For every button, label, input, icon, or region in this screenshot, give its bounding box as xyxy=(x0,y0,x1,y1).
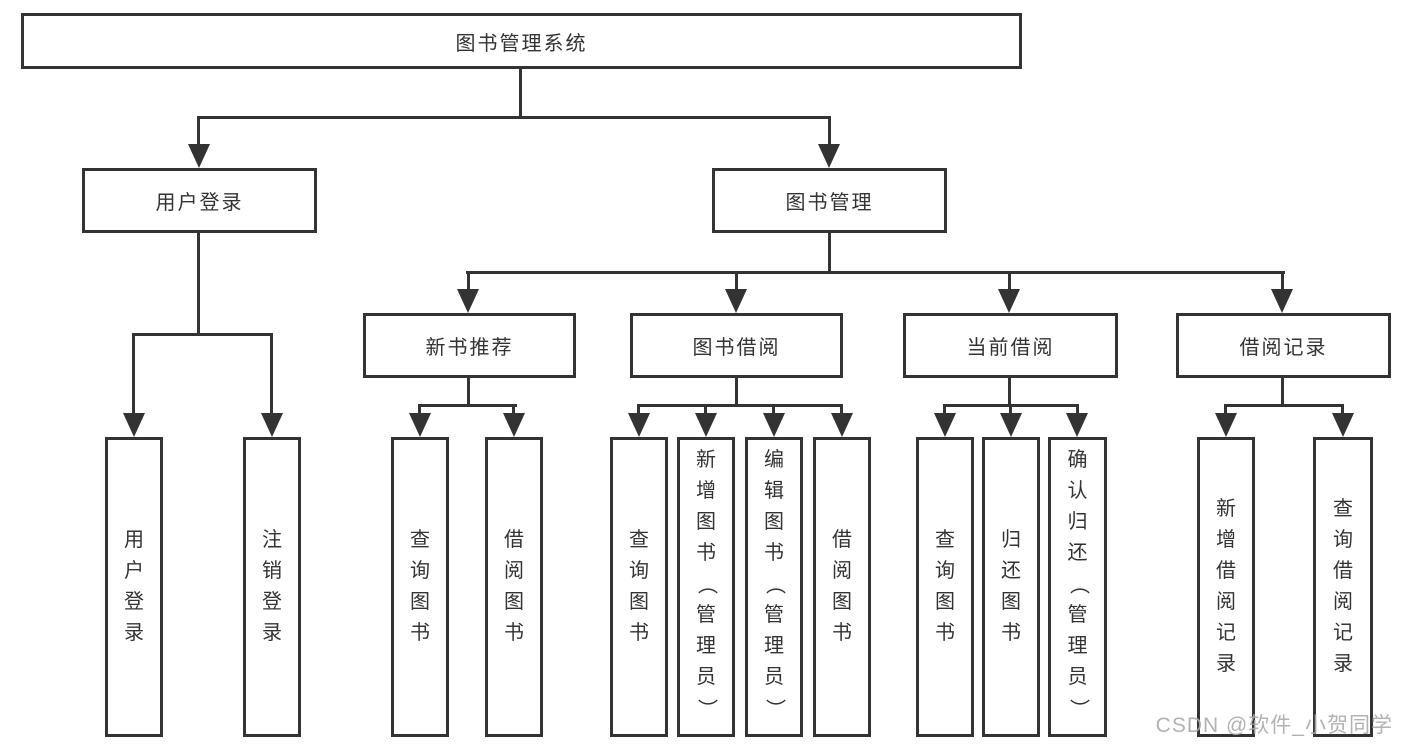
connector-line xyxy=(1341,404,1344,415)
node-label: 图书借阅 xyxy=(692,337,781,359)
leaf-query-books-recommend: 查询图书 xyxy=(391,437,449,737)
arrow-down-icon xyxy=(1066,413,1088,437)
node-borrowing-records: 借阅记录 xyxy=(1176,313,1391,378)
connector-line xyxy=(1281,378,1284,407)
arrow-down-icon xyxy=(188,144,210,168)
node-label: 归还图书 xyxy=(1001,529,1021,644)
node-label: 查询借阅记录 xyxy=(1333,498,1353,675)
arrow-down-icon xyxy=(457,289,479,313)
arrow-down-icon xyxy=(1271,289,1293,313)
connector-line xyxy=(1224,404,1344,407)
node-book-borrowing: 图书借阅 xyxy=(630,313,843,378)
node-current-borrowing: 当前借阅 xyxy=(903,313,1118,378)
leaf-borrow-books-recommend: 借阅图书 xyxy=(485,437,543,737)
connector-line xyxy=(519,69,522,119)
leaf-edit-book-admin: 编辑图书（管理员） xyxy=(745,437,803,737)
leaf-add-borrow-record: 新增借阅记录 xyxy=(1197,437,1255,737)
connector-line xyxy=(943,404,946,415)
arrow-down-icon xyxy=(628,413,650,437)
node-label: 用户登录 xyxy=(124,529,144,644)
leaf-borrow-books-borrowing: 借阅图书 xyxy=(813,437,871,737)
connector-line xyxy=(735,271,738,291)
arrow-down-icon xyxy=(261,413,283,437)
node-label: 新增图书（管理员） xyxy=(695,449,718,719)
leaf-query-books-borrowing: 查询图书 xyxy=(610,437,668,737)
connector-line xyxy=(512,404,515,415)
node-label: 注销登录 xyxy=(262,529,282,644)
node-label: 新增借阅记录 xyxy=(1216,498,1236,675)
connector-line xyxy=(772,404,775,415)
node-label: 新书推荐 xyxy=(425,337,514,359)
leaf-confirm-return-admin: 确认归还（管理员） xyxy=(1048,437,1107,737)
leaf-return-book: 归还图书 xyxy=(982,437,1040,737)
connector-line xyxy=(466,271,1285,274)
arrow-down-icon xyxy=(934,413,956,437)
connector-line xyxy=(197,116,200,146)
connector-line xyxy=(418,404,517,407)
node-label: 当前借阅 xyxy=(966,337,1055,359)
arrow-down-icon xyxy=(725,289,747,313)
arrow-down-icon xyxy=(998,289,1020,313)
node-library-management-system: 图书管理系统 xyxy=(21,13,1022,69)
node-label: 借阅图书 xyxy=(832,529,852,644)
arrow-down-icon xyxy=(818,144,840,168)
leaf-query-books-current: 查询图书 xyxy=(916,437,974,737)
connector-line xyxy=(197,116,831,119)
connector-line xyxy=(735,378,738,407)
connector-line xyxy=(1008,378,1011,407)
connector-line xyxy=(270,333,273,415)
arrow-down-icon xyxy=(695,413,717,437)
connector-line xyxy=(637,404,843,407)
leaf-user-login: 用户登录 xyxy=(105,437,163,737)
node-label: 图书管理 xyxy=(785,192,874,214)
arrow-down-icon xyxy=(1000,413,1022,437)
arrow-down-icon xyxy=(409,413,431,437)
connector-line xyxy=(418,404,421,415)
node-label: 查询图书 xyxy=(410,529,430,644)
csdn-watermark: CSDN @软件_小贺同学 xyxy=(1155,714,1393,737)
connector-line xyxy=(467,271,470,291)
node-label: 编辑图书（管理员） xyxy=(763,449,786,719)
arrow-down-icon xyxy=(831,413,853,437)
connector-line xyxy=(132,333,135,415)
arrow-down-icon xyxy=(123,413,145,437)
connector-line xyxy=(1009,404,1012,415)
connector-line xyxy=(467,378,470,407)
connector-line xyxy=(197,233,200,336)
connector-line xyxy=(637,404,640,415)
connector-line xyxy=(1076,404,1079,415)
arrow-down-icon xyxy=(763,413,785,437)
leaf-query-borrow-record: 查询借阅记录 xyxy=(1313,437,1373,737)
node-label: 图书管理系统 xyxy=(455,32,588,55)
node-book-management: 图书管理 xyxy=(712,168,947,233)
node-label: 借阅记录 xyxy=(1239,337,1328,359)
arrow-down-icon xyxy=(503,413,525,437)
connector-line xyxy=(1008,271,1011,291)
arrow-down-icon xyxy=(1332,413,1354,437)
node-label: 借阅图书 xyxy=(504,529,524,644)
connector-line xyxy=(828,116,831,146)
leaf-logout: 注销登录 xyxy=(243,437,301,737)
connector-line xyxy=(704,404,707,415)
node-label: 确认归还（管理员） xyxy=(1067,449,1089,719)
node-user-login: 用户登录 xyxy=(82,168,317,233)
node-new-book-recommendation: 新书推荐 xyxy=(363,313,576,378)
node-label: 查询图书 xyxy=(629,529,649,644)
connector-line xyxy=(1281,271,1284,291)
leaf-add-book-admin: 新增图书（管理员） xyxy=(677,437,735,737)
connector-line xyxy=(1224,404,1227,415)
node-label: 用户登录 xyxy=(155,192,244,214)
arrow-down-icon xyxy=(1215,413,1237,437)
connector-line xyxy=(828,233,831,274)
connector-line xyxy=(840,404,843,415)
node-label: 查询图书 xyxy=(935,529,955,644)
connector-line xyxy=(132,333,273,336)
